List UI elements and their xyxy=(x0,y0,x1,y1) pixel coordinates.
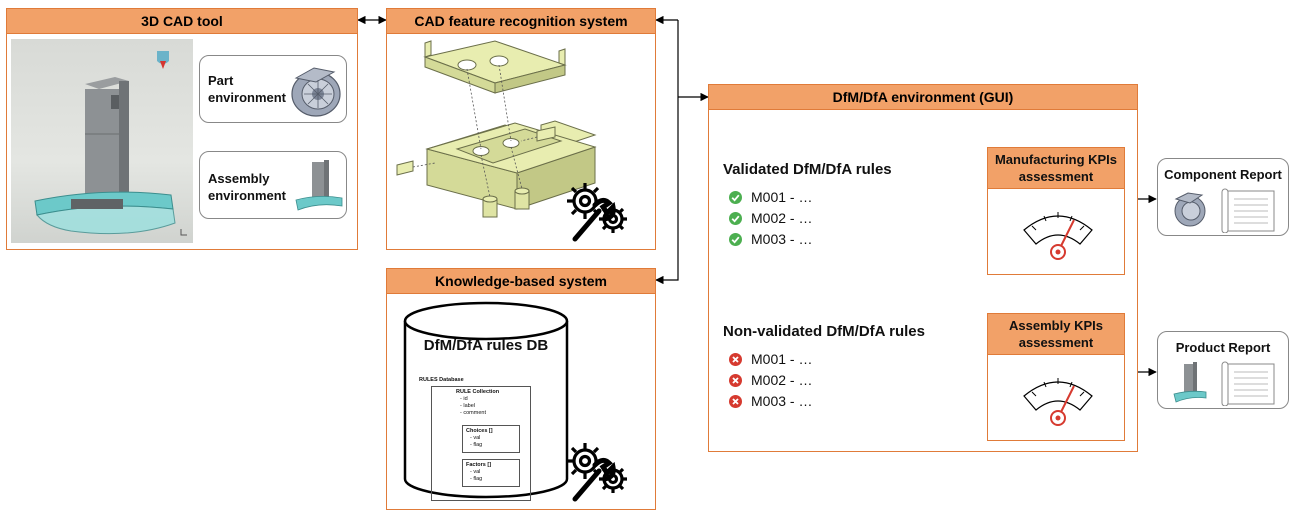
validated-rule-item[interactable]: M001 - … xyxy=(729,189,812,205)
kpi-title-line2: assessment xyxy=(1018,335,1094,350)
assembly-kpi-box[interactable]: Assembly KPIs assessment xyxy=(987,313,1125,441)
rule-label: M001 - … xyxy=(751,351,813,367)
gauge-icon xyxy=(1023,212,1093,260)
hood-assembly-icon xyxy=(295,160,343,211)
gear-wrench-icon xyxy=(567,183,627,242)
document-icon xyxy=(1221,188,1275,233)
cross-icon xyxy=(729,373,742,387)
cross-icon xyxy=(729,352,742,366)
component-report-card[interactable]: Component Report xyxy=(1157,158,1289,236)
kpi-title-line2: assessment xyxy=(1018,169,1094,184)
exploded-part-model xyxy=(396,40,597,218)
gear-wrench-icon xyxy=(567,443,627,502)
part-env-label-line1: Part xyxy=(208,73,234,88)
schema-field: - label xyxy=(460,403,475,409)
manufacturing-kpi-box[interactable]: Manufacturing KPIs assessment xyxy=(987,147,1125,275)
product-report-graphic xyxy=(1173,361,1275,406)
validated-rules-title: Validated DfM/DfA rules xyxy=(723,161,892,178)
product-report-card[interactable]: Product Report xyxy=(1157,331,1289,409)
connector-bus xyxy=(655,20,679,285)
db-schema: RULES Database RULE Collection - id - la… xyxy=(419,377,559,507)
rule-label: M002 - … xyxy=(751,372,813,388)
schema-field: - val xyxy=(470,435,481,441)
non-validated-rule-item[interactable]: M001 - … xyxy=(729,351,812,367)
schema-field: - flag xyxy=(470,442,483,448)
part-environment-card[interactable]: Part environment xyxy=(199,55,347,123)
schema-collection-box: RULE Collection - id - label - comment C… xyxy=(431,386,531,501)
cross-icon xyxy=(729,394,742,408)
non-validated-rule-item[interactable]: M002 - … xyxy=(729,372,812,388)
document-icon xyxy=(1221,361,1275,406)
rule-label: M002 - … xyxy=(751,210,813,226)
schema-field: - val xyxy=(470,469,481,475)
check-icon xyxy=(729,190,742,204)
panel-title: Knowledge-based system xyxy=(387,269,655,294)
hood-assembly-icon xyxy=(1173,362,1207,403)
range-hood-model xyxy=(34,51,187,236)
kpi-title-line1: Assembly KPIs xyxy=(1009,318,1103,333)
knowledge-based-panel: Knowledge-based system DfM/DfA rules DB … xyxy=(386,268,656,510)
schema-root: RULES Database xyxy=(419,377,464,383)
assembly-env-label-line2: environment xyxy=(208,188,287,203)
kpi-title-line1: Manufacturing KPIs xyxy=(994,152,1118,167)
non-validated-rules-title: Non-validated DfM/DfA rules xyxy=(723,323,925,340)
schema-field: - flag xyxy=(470,476,483,482)
feature-recognition-panel: CAD feature recognition system xyxy=(386,8,656,250)
schema-factors-box: Factors [] - val - flag xyxy=(462,459,520,487)
assembly-environment-card[interactable]: Assembly environment xyxy=(199,151,347,219)
rule-label: M003 - … xyxy=(751,231,813,247)
cad-viewport xyxy=(11,39,193,243)
assembly-env-label-line1: Assembly xyxy=(208,171,270,186)
check-icon xyxy=(729,211,742,225)
report-title: Product Report xyxy=(1175,340,1271,355)
schema-field: - id xyxy=(460,396,468,402)
report-title: Component Report xyxy=(1164,167,1282,182)
panel-title: CAD feature recognition system xyxy=(387,9,655,34)
cad-tool-panel: 3D CAD tool Part environment xyxy=(6,8,358,250)
validated-rule-item[interactable]: M002 - … xyxy=(729,210,812,226)
schema-collection: RULE Collection xyxy=(456,389,500,395)
non-validated-rule-item[interactable]: M003 - … xyxy=(729,393,812,409)
schema-factors-title: Factors [] xyxy=(466,462,492,468)
gauge-icon xyxy=(1023,378,1093,426)
fan-part-icon xyxy=(1174,192,1206,227)
schema-choices-box: Choices [] - val - flag xyxy=(462,425,520,453)
part-env-label-line2: environment xyxy=(208,90,287,105)
component-report-graphic xyxy=(1174,188,1275,233)
schema-field: - comment xyxy=(460,410,486,416)
dfm-environment-panel: DfM/DfA environment (GUI) Validated DfM/… xyxy=(708,84,1138,452)
db-title: DfM/DfA rules DB xyxy=(423,337,549,354)
check-icon xyxy=(729,232,742,246)
schema-choices-title: Choices [] xyxy=(466,428,493,434)
validated-rule-item[interactable]: M003 - … xyxy=(729,231,812,247)
rule-label: M001 - … xyxy=(751,189,813,205)
database-cylinder xyxy=(403,301,569,499)
rule-label: M003 - … xyxy=(751,393,813,409)
fan-part-icon xyxy=(291,67,341,117)
panel-title: 3D CAD tool xyxy=(7,9,357,34)
panel-title: DfM/DfA environment (GUI) xyxy=(709,85,1137,110)
